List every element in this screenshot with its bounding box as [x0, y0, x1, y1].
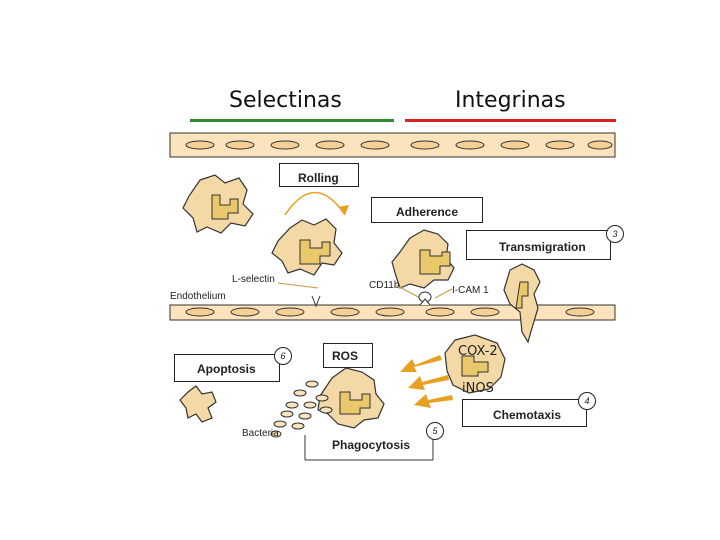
rolling-box: Rolling: [279, 163, 359, 187]
integrinas-heading: Integrinas: [455, 88, 566, 113]
vessel-wall-endothelium: [169, 304, 616, 321]
rolling-arrow: [284, 191, 346, 216]
chemotaxis-box: Chemotaxis: [462, 399, 587, 427]
selectinas-underline: [190, 119, 394, 122]
integrinas-underline: [405, 119, 616, 122]
phagocytosis-box: Phagocytosis: [332, 438, 411, 452]
icam1-label: I-CAM 1: [452, 285, 489, 296]
step-3-marker: 3: [606, 225, 624, 243]
l-selectin-label: L-selectin: [232, 274, 275, 285]
mediator-arrows: [400, 355, 453, 408]
step-5-marker: 5: [426, 422, 444, 440]
cd11b-label: CD11b: [369, 280, 400, 291]
apoptotic-cell: [179, 385, 217, 423]
cox2-label: COX-2: [458, 344, 498, 359]
transmigration-box: Transmigration: [466, 230, 611, 260]
bacteria-group: [270, 380, 333, 438]
step-4-marker: 4: [578, 392, 596, 410]
inos-label: iNOS: [462, 381, 494, 396]
vessel-wall-top: [169, 132, 616, 158]
bacteria-label: Bacteria: [242, 428, 279, 439]
adherence-box: Adherence: [371, 197, 483, 223]
apoptosis-box: Apoptosis: [174, 354, 280, 382]
selectinas-heading: Selectinas: [229, 88, 342, 113]
ros-box: ROS: [323, 343, 373, 368]
endothelium-label: Endothelium: [170, 291, 226, 302]
step-6-marker: 6: [274, 347, 292, 365]
